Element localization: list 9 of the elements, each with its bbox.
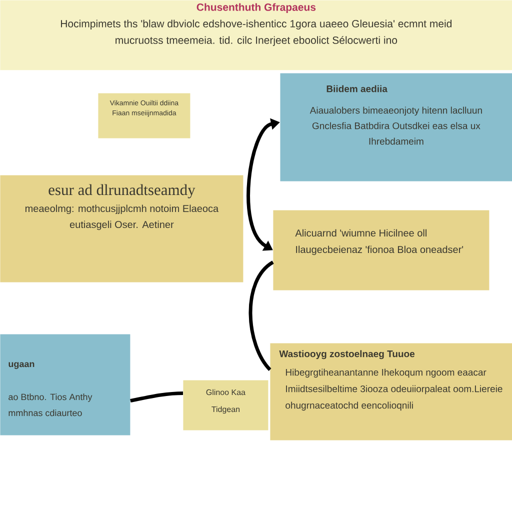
note-box: Glinoo Kaa Tidgean [183,380,268,430]
connector-line [130,391,184,402]
info-box: Alicuarnd 'wiumne Hicilnee oll Ilaugecbeienaz 'fionoa Bloa oneadser' [273,210,490,290]
connector-line [248,260,274,371]
info-box: Biidem aediia Aiaualobers bimeaeonjoty hitenn laclluun Gnclesfia Batbdira Outsdkei eas elsa ux Ihrebdameim [280,73,512,182]
header-band: Chusenthuth Gfrapaeus Hocimpimets ths 'blaw dbviolc edshove-ishenticc 1gora uaeeo Gleuesia' ecmnt meid mucruotss tmeemeia. tid. cilc Inerjeet eboolict Sélocwerti ino [0,0,512,70]
info-box: Wastiooyg zostoelnaeg Tuuoe Hibegrgtiheanantanne Ihekoqum ngoom eaacar Imiidtsesilbeltime 3iooza odeuiiorpaleat oom.Liereie ohugrnaceatochd eencolioqnili [270,343,512,440]
info-box: ugaan ao Btbno. Tios Anthy mmhnas cdiaurteo [0,334,130,436]
info-box: esur ad dlrunadtseamdy meaeolmg: mothcusjjplcmh notoim Elaeoca eutiasgeli Oser. Aetiner [0,175,244,282]
